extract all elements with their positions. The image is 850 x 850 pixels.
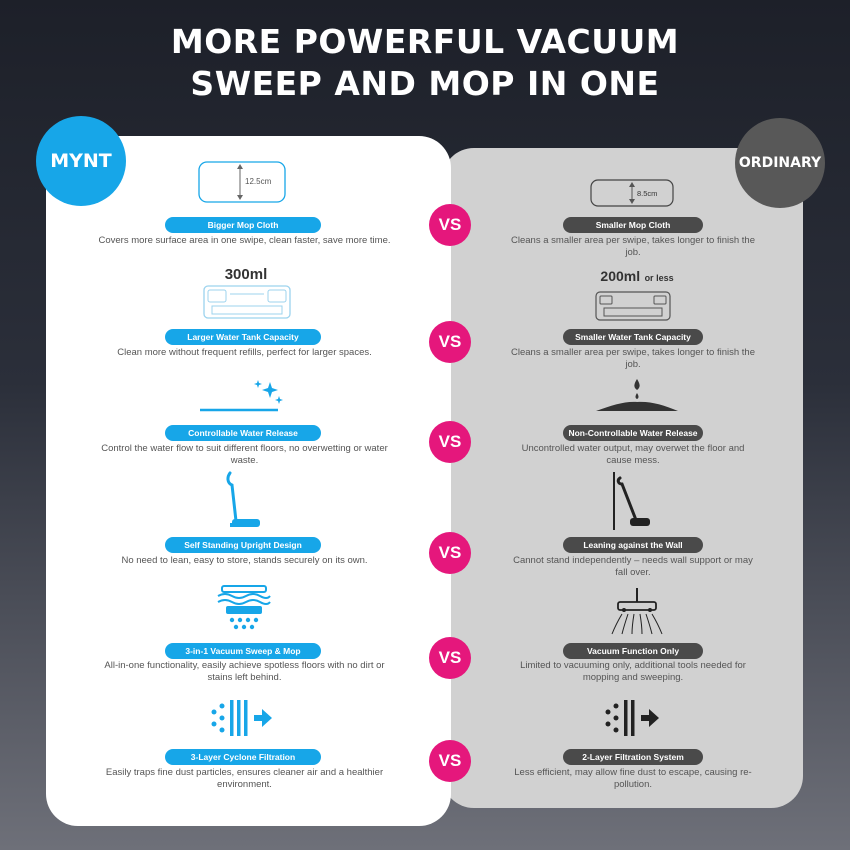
bigger-mop-cloth-label: Bigger Mop Cloth	[165, 217, 321, 233]
controllable-water-desc: Control the water flow to suit different…	[101, 443, 388, 466]
headline-line-2: SWEEP AND MOP IN ONE	[190, 64, 660, 103]
ordinary-panel	[442, 148, 803, 808]
three-layer-filtration-label: 3-Layer Cyclone Filtration	[165, 749, 321, 765]
upright-vacuum-icon	[226, 471, 260, 527]
leaning-wall-label: Leaning against the Wall	[563, 537, 703, 553]
tank-capacity-200: 200ml or less	[600, 268, 674, 284]
vacuum-brush-icon	[611, 588, 663, 635]
three-in-one-label: 3-in-1 Vacuum Sweep & Mop	[165, 643, 321, 659]
vs-badge-6: VS	[429, 740, 471, 782]
leaning-vacuum-icon	[613, 472, 650, 530]
vs-badge-1: VS	[429, 204, 471, 246]
three-layer-filtration-desc: Easily traps fine dust particles, ensure…	[105, 767, 384, 790]
controllable-water-label: Controllable Water Release	[165, 425, 321, 441]
mynt-badge: MYNT	[36, 116, 126, 206]
smaller-water-tank-desc: Cleans a smaller area per swipe, takes l…	[511, 347, 755, 370]
mop-size-label: 12.5cm	[245, 177, 272, 186]
mop-cloth-icon: 12.5cm	[198, 161, 286, 203]
vs-badge-3: VS	[429, 421, 471, 463]
mynt-panel	[46, 136, 451, 826]
vs-badge-4: VS	[429, 532, 471, 574]
vs-badge-5: VS	[429, 637, 471, 679]
small-mop-size-label: 8.5cm	[637, 189, 657, 198]
water-tank-icon	[203, 285, 291, 319]
non-controllable-water-desc: Uncontrolled water output, may overwet t…	[521, 443, 745, 466]
larger-water-tank-desc: Clean more without frequent refills, per…	[117, 347, 372, 358]
self-standing-label: Self Standing Upright Design	[165, 537, 321, 553]
smaller-mop-cloth-desc: Cleans a smaller area per swipe, takes l…	[511, 235, 755, 258]
water-spill-icon	[596, 379, 678, 411]
larger-water-tank-label: Larger Water Tank Capacity	[165, 329, 321, 345]
small-water-tank-icon	[595, 291, 671, 321]
smaller-mop-cloth-label: Smaller Mop Cloth	[563, 217, 703, 233]
water-release-icon	[200, 380, 283, 412]
vacuum-only-desc: Limited to vacuuming only, additional to…	[520, 660, 746, 683]
self-standing-desc: No need to lean, easy to store, stands s…	[121, 555, 368, 566]
tank-capacity-300: 300ml	[224, 266, 268, 283]
headline-line-1: MORE POWERFUL VACUUM	[170, 22, 680, 61]
vs-badge-2: VS	[429, 321, 471, 363]
filtration-icon	[211, 700, 272, 736]
smaller-water-tank-label: Smaller Water Tank Capacity	[563, 329, 703, 345]
three-in-one-desc: All-in-one functionality, easily achieve…	[104, 660, 385, 683]
ordinary-badge: ORDINARY	[735, 118, 825, 208]
two-layer-filtration-desc: Less efficient, may allow fine dust to e…	[514, 767, 752, 790]
vacuum-head-icon	[217, 585, 271, 630]
bigger-mop-cloth-desc: Covers more surface area in one swipe, c…	[98, 235, 391, 246]
leaning-wall-desc: Cannot stand independently – needs wall …	[513, 555, 753, 578]
non-controllable-water-label: Non-Controllable Water Release	[563, 425, 703, 441]
vacuum-only-label: Vacuum Function Only	[563, 643, 703, 659]
two-layer-filtration-icon	[605, 700, 659, 736]
two-layer-filtration-label: 2-Layer Filtration System	[563, 749, 703, 765]
small-mop-cloth-icon: 8.5cm	[590, 179, 674, 207]
